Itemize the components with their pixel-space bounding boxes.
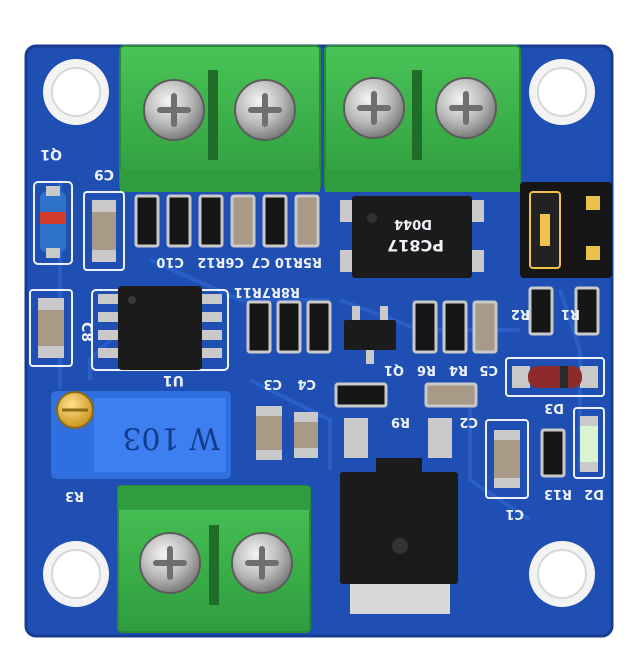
mounting-hole-icon [43,541,109,607]
label-r3: R3 [65,488,84,503]
label-c4: C4 [297,376,316,391]
screw-head-icon [139,532,201,594]
label-q1: Q1 [40,146,62,162]
label-c8: C8 [78,322,94,342]
optocoupler-chip [340,196,484,278]
screw-head-icon [435,77,497,139]
label-u1: U1 [163,372,184,388]
label-c3: C3 [263,376,282,391]
resistor-r13 [540,428,566,478]
capacitor-c1 [485,419,529,499]
mosfet-transistor [340,418,458,614]
capacitor-c3-c4 [256,406,318,460]
label-c2: C2 [459,414,478,429]
jumper-header[interactable] [520,182,612,278]
diode-d3 [505,357,605,397]
smd-resistor-r1-r2 [528,286,600,336]
smd-resistor-row-right [412,300,498,354]
mounting-hole-icon [529,59,595,125]
mounting-hole-icon [43,59,109,125]
screw-head-icon [231,532,293,594]
terminal-block-top-right [324,45,521,192]
label-r6: R6 [417,362,436,377]
terminal-block-bottom [117,485,311,633]
transistor-q1-middle [344,306,396,364]
ic-u1 [91,286,229,371]
label-r13: R13 [544,486,572,501]
smd-resistor-row-middle [246,300,332,354]
label-q1-middle: Q1 [384,362,404,377]
trimmer-value: W 103 [122,420,220,455]
optocoupler-model: PC817 [387,236,444,255]
trimmer-potentiometer[interactable] [49,389,233,481]
label-d2: D2 [584,486,604,501]
label-c6r12: C6R12 [197,254,244,269]
screw-head-icon [234,79,296,141]
screw-head-icon [343,77,405,139]
label-r5r10: R5R10 [275,254,322,269]
label-r1: R1 [561,306,580,321]
smd-r9-c2 [334,382,478,408]
capacitor-c9 [83,191,125,271]
label-c5: C5 [479,362,498,377]
led-d2 [573,407,605,479]
smd-resistor-row-top [134,194,320,248]
transistor-q1 [33,181,73,265]
label-r2: R2 [511,306,530,321]
label-r4: R4 [449,362,468,377]
capacitor-c8 [29,289,73,367]
label-c1: C1 [505,506,524,521]
optocoupler-code: D044 [394,216,432,231]
label-d3: D3 [544,400,564,415]
label-c9: C9 [94,166,114,182]
label-r8r7r11: R8R7R11 [234,284,300,299]
label-c10: C10 [156,254,184,269]
terminal-block-top-left [119,45,321,192]
label-c7: C7 [251,254,270,269]
screw-head-icon [143,79,205,141]
mounting-hole-icon [529,541,595,607]
label-r9: R9 [391,414,410,429]
